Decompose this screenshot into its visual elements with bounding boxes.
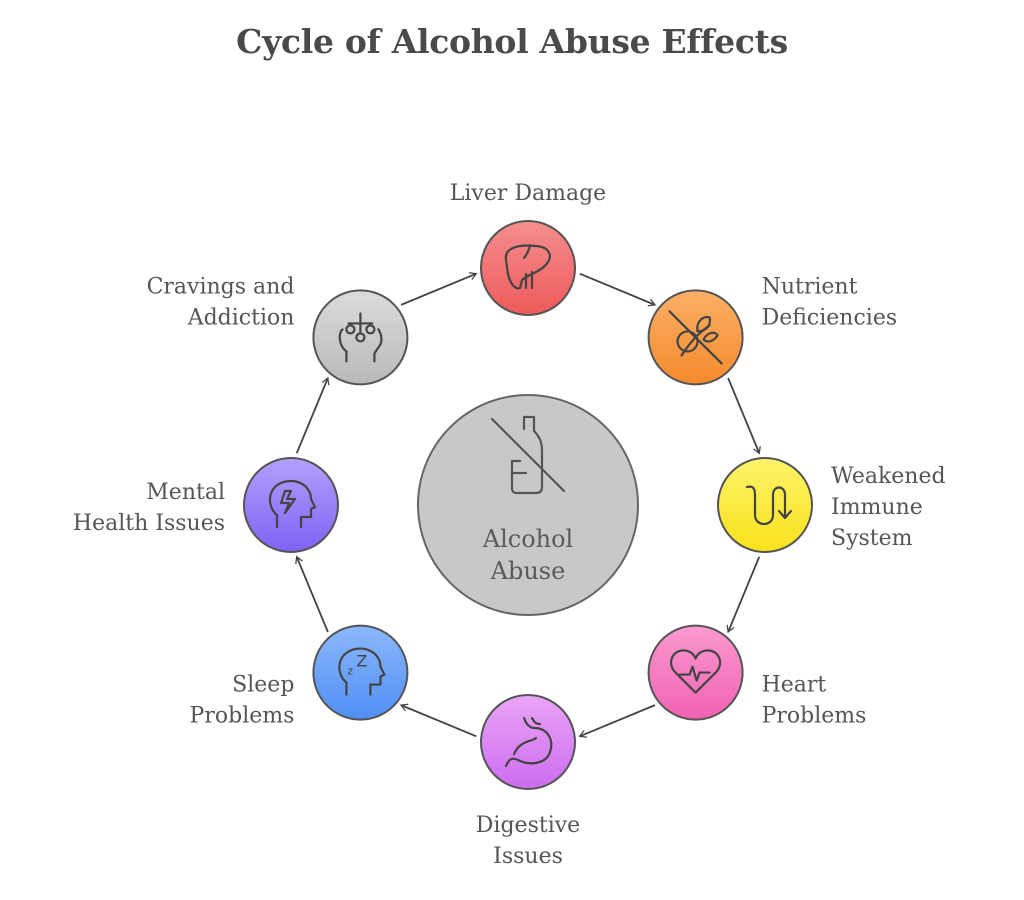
- head-balance-icon: [338, 312, 383, 363]
- node-label: Problems: [762, 704, 867, 729]
- node-label: Sleep: [232, 673, 294, 698]
- node-label: Health Issues: [73, 511, 225, 536]
- node-label: Nutrient: [762, 274, 858, 299]
- center-label: Alcohol: [482, 525, 573, 553]
- node-label: Problems: [190, 704, 295, 729]
- cycle-arrow: [727, 377, 761, 455]
- node-circle: [647, 624, 744, 721]
- cycle-arrow: [399, 703, 477, 738]
- node-label: Immune: [831, 495, 923, 520]
- heartbeat-icon: [670, 649, 722, 694]
- node-label: Deficiencies: [762, 305, 898, 330]
- diagram-title: Cycle of Alcohol Abuse Effects: [236, 22, 788, 61]
- node-liver-damage: Liver Damage: [450, 181, 606, 316]
- cycle-arrow: [295, 376, 330, 454]
- no-grain-icon: [668, 310, 723, 365]
- node-circle: [717, 457, 813, 553]
- node-label: System: [831, 526, 913, 551]
- center-label: Abuse: [490, 557, 566, 585]
- head-lightning-icon: [268, 479, 317, 529]
- u-turn-arrow-icon: [745, 485, 793, 526]
- node-circle: [312, 289, 409, 386]
- no-alcohol-bottle-icon: [490, 415, 566, 495]
- node-circle: [480, 220, 576, 316]
- node-circle: [312, 624, 409, 721]
- node-label: Cravings and: [147, 274, 295, 299]
- node-label: Liver Damage: [450, 181, 606, 206]
- svg-text:z: z: [347, 665, 353, 678]
- cycle-arrow: [295, 555, 329, 633]
- cycle-arrow: [726, 556, 761, 634]
- stomach-icon: [504, 716, 553, 768]
- node-label: Issues: [493, 844, 563, 869]
- node-label: Mental: [146, 480, 225, 505]
- node-label: Digestive: [476, 813, 580, 838]
- cycle-arrow: [578, 704, 656, 738]
- node-label: Heart: [762, 673, 827, 698]
- node-label: Weakened: [831, 464, 946, 489]
- liver-icon: [504, 244, 551, 290]
- cycle-arrow: [400, 272, 478, 306]
- cycle-arrow: [579, 272, 657, 307]
- sleeping-head-icon: zZ: [338, 647, 386, 696]
- node-label: Addiction: [187, 305, 295, 330]
- svg-text:Z: Z: [356, 652, 367, 671]
- center-circle: [417, 394, 639, 616]
